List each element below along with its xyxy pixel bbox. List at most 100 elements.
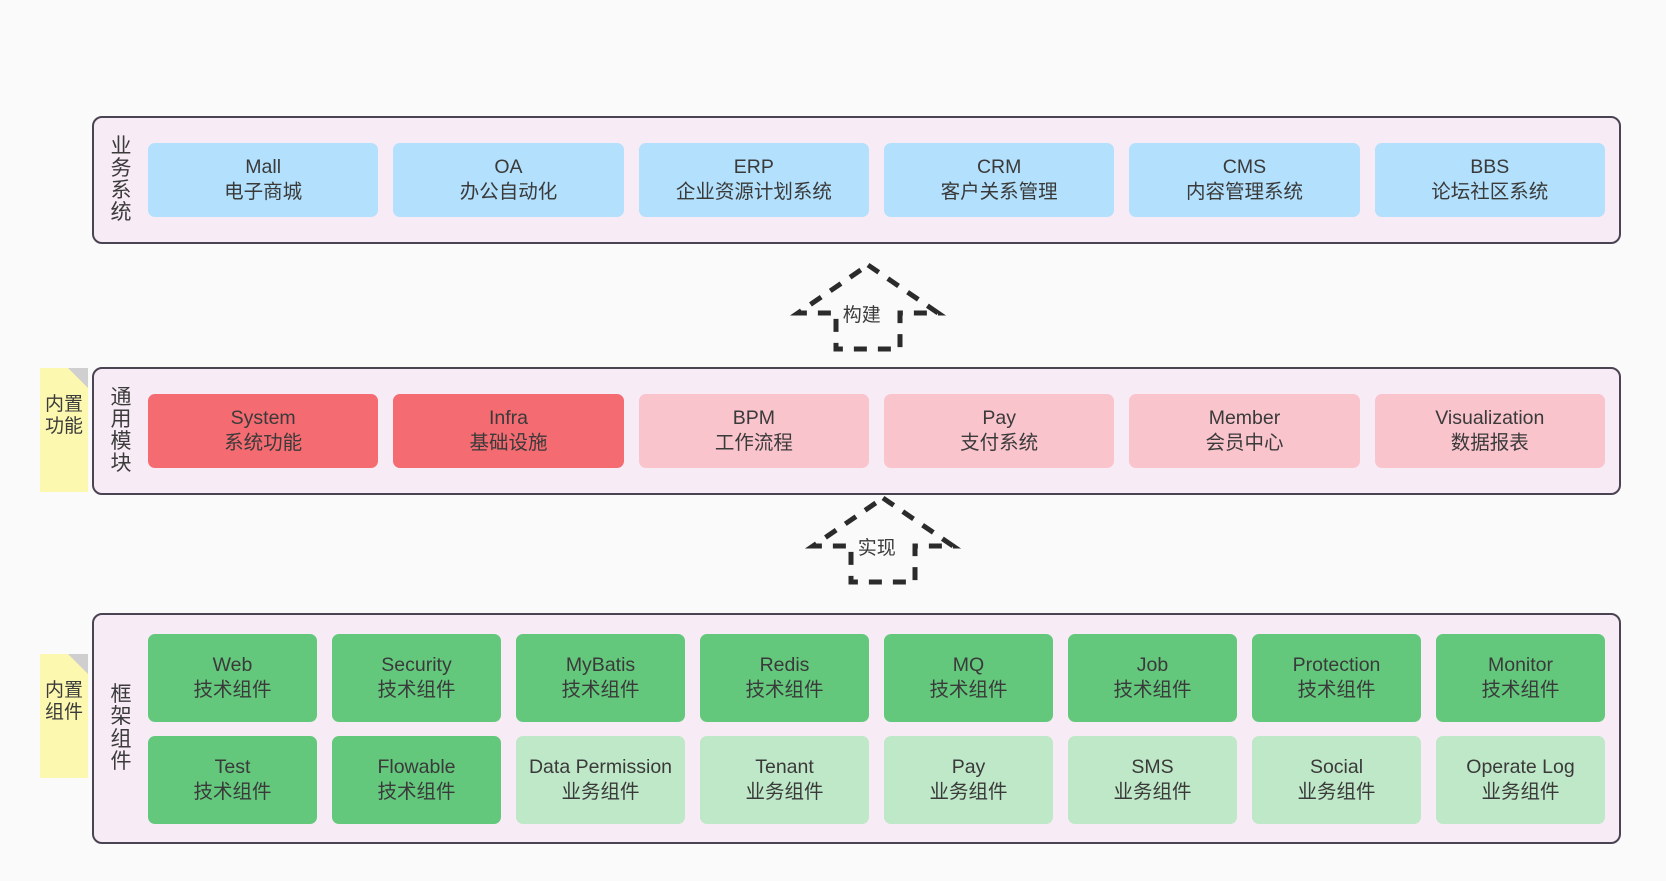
note-fold-icon	[68, 368, 88, 388]
node-subtitle: 办公自动化	[459, 181, 558, 203]
node-job[interactable]: Job 技术组件	[1068, 633, 1237, 722]
node-title: ERP	[733, 156, 774, 179]
layer-label-business-system: 业务系统	[110, 134, 132, 225]
node-infra[interactable]: Infra 基础设施	[393, 394, 624, 468]
node-title: BBS	[1470, 156, 1510, 179]
box-row: Test 技术组件 Flowable 技术组件 Data Permission …	[148, 735, 1605, 824]
layer-label-common-module: 通用模块	[110, 385, 132, 476]
arrow-build-glyph	[789, 261, 947, 352]
node-title: Member	[1208, 407, 1281, 430]
node-title: Pay	[982, 407, 1016, 430]
node-title: System	[230, 407, 296, 430]
note-builtin-function-text: 内置功能	[44, 394, 83, 437]
node-title: Operate Log	[1466, 755, 1575, 778]
note-builtin-function: 内置功能	[40, 368, 88, 492]
node-title: BPM	[732, 407, 775, 430]
node-subtitle: 系统功能	[224, 432, 303, 454]
node-sms[interactable]: SMS 业务组件	[1068, 735, 1237, 824]
note-builtin-component-text: 内置组件	[44, 680, 83, 723]
node-title: Redis	[759, 653, 810, 676]
node-mq[interactable]: MQ 技术组件	[884, 633, 1053, 722]
node-title: Infra	[488, 407, 528, 430]
node-title: Job	[1136, 653, 1169, 676]
note-builtin-component: 内置组件	[40, 654, 88, 778]
node-title: CMS	[1222, 156, 1267, 179]
arrow-implement-label: 实现	[857, 538, 896, 559]
node-oa[interactable]: OA 办公自动化	[393, 143, 624, 217]
arrow-implement-glyph	[804, 494, 962, 585]
arrow-implement: 实现	[804, 494, 962, 586]
node-security[interactable]: Security 技术组件	[332, 633, 501, 722]
node-web[interactable]: Web 技术组件	[148, 633, 317, 722]
node-redis[interactable]: Redis 技术组件	[700, 633, 869, 722]
box-row: System 系统功能 Infra 基础设施 BPM 工作流程 Pay 支付系统…	[148, 394, 1605, 468]
node-title: Test	[214, 755, 251, 778]
node-subtitle: 论坛社区系统	[1431, 181, 1549, 203]
box-row: Web 技术组件 Security 技术组件 MyBatis 技术组件 Redi…	[148, 633, 1605, 722]
node-subtitle: 内容管理系统	[1185, 181, 1303, 203]
node-title: Visualization	[1435, 407, 1545, 430]
node-mall[interactable]: Mall 电子商城	[148, 143, 379, 217]
arrow-build-label: 构建	[842, 305, 881, 326]
node-subtitle: 技术组件	[193, 678, 272, 701]
node-title: Web	[212, 653, 253, 676]
node-bpm[interactable]: BPM 工作流程	[638, 394, 869, 468]
node-subtitle: 支付系统	[960, 432, 1039, 454]
layer-framework-component: 框架组件 Web 技术组件 Security 技术组件 MyBatis 技术组件…	[92, 613, 1621, 844]
node-cms[interactable]: CMS 内容管理系统	[1129, 143, 1360, 217]
node-subtitle: 会员中心	[1205, 432, 1284, 454]
node-subtitle: 技术组件	[1481, 678, 1560, 701]
node-title: Tenant	[755, 755, 814, 778]
node-subtitle: 技术组件	[1113, 678, 1192, 701]
box-row: Mall 电子商城 OA 办公自动化 ERP 企业资源计划系统 CRM 客户关系…	[148, 143, 1605, 217]
node-system[interactable]: System 系统功能	[148, 394, 379, 468]
node-member[interactable]: Member 会员中心	[1129, 394, 1360, 468]
note-fold-icon	[68, 654, 88, 674]
node-title: Monitor	[1487, 653, 1554, 676]
layer-common-module: 通用模块 System 系统功能 Infra 基础设施 BPM 工作流程 Pay…	[92, 367, 1621, 495]
node-social[interactable]: Social 业务组件	[1252, 735, 1421, 824]
node-title: MyBatis	[565, 653, 636, 676]
node-subtitle: 工作流程	[714, 432, 793, 454]
node-erp[interactable]: ERP 企业资源计划系统	[638, 143, 869, 217]
node-pay-component[interactable]: Pay 业务组件	[884, 735, 1053, 824]
node-subtitle: 业务组件	[1481, 780, 1560, 803]
node-title: OA	[494, 156, 523, 179]
node-visualization[interactable]: Visualization 数据报表	[1374, 394, 1605, 468]
node-mybatis[interactable]: MyBatis 技术组件	[516, 633, 685, 722]
node-subtitle: 业务组件	[1297, 780, 1376, 803]
node-crm[interactable]: CRM 客户关系管理	[883, 143, 1115, 217]
node-subtitle: 技术组件	[377, 780, 456, 803]
layer-common-boxes: System 系统功能 Infra 基础设施 BPM 工作流程 Pay 支付系统…	[142, 394, 1619, 468]
node-subtitle: 业务组件	[561, 780, 640, 803]
node-tenant[interactable]: Tenant 业务组件	[700, 735, 869, 824]
node-subtitle: 业务组件	[929, 780, 1008, 803]
node-title: Mall	[245, 156, 282, 179]
node-title: Pay	[951, 755, 986, 778]
node-data-permission[interactable]: Data Permission 业务组件	[516, 735, 685, 824]
node-bbs[interactable]: BBS 论坛社区系统	[1374, 143, 1605, 217]
node-title: Data Permission	[528, 755, 673, 778]
node-subtitle: 技术组件	[561, 678, 640, 701]
node-test[interactable]: Test 技术组件	[148, 735, 317, 824]
node-protection[interactable]: Protection 技术组件	[1252, 633, 1421, 722]
node-subtitle: 电子商城	[224, 181, 303, 203]
layer-framework-boxes: Web 技术组件 Security 技术组件 MyBatis 技术组件 Redi…	[142, 633, 1619, 824]
layer-label-framework-component: 框架组件	[110, 683, 132, 773]
node-title: Security	[381, 653, 452, 676]
node-title: Flowable	[377, 755, 456, 778]
node-title: MQ	[952, 653, 985, 676]
node-flowable[interactable]: Flowable 技术组件	[332, 735, 501, 824]
node-monitor[interactable]: Monitor 技术组件	[1436, 633, 1605, 722]
node-subtitle: 技术组件	[193, 780, 272, 803]
node-subtitle: 技术组件	[377, 678, 456, 701]
node-operate-log[interactable]: Operate Log 业务组件	[1436, 735, 1605, 824]
node-title: SMS	[1131, 755, 1174, 778]
node-pay-module[interactable]: Pay 支付系统	[883, 394, 1115, 468]
node-subtitle: 业务组件	[1113, 780, 1192, 803]
arrow-build: 构建	[789, 261, 947, 353]
node-subtitle: 数据报表	[1450, 432, 1529, 454]
node-subtitle: 技术组件	[929, 678, 1008, 701]
layer-business-boxes: Mall 电子商城 OA 办公自动化 ERP 企业资源计划系统 CRM 客户关系…	[142, 143, 1619, 217]
